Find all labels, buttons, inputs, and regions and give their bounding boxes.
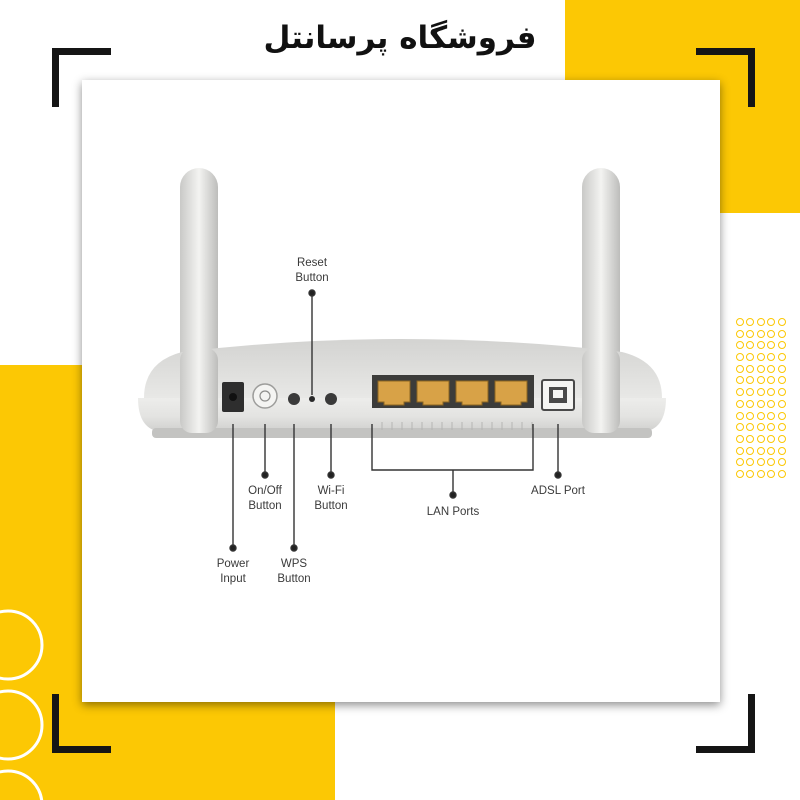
label-line: Input xyxy=(220,573,246,585)
reset-button-label: Reset Button xyxy=(282,256,342,286)
on-off-button xyxy=(252,383,278,409)
power-input-label: Power Input xyxy=(203,557,263,587)
label-line: ADSL Port xyxy=(531,485,585,497)
right-antenna-base xyxy=(582,348,620,433)
callout-lines xyxy=(229,289,562,552)
product-photo: Reset Button On/Off Button Wi-Fi Button … xyxy=(82,80,720,702)
label-line: WPS xyxy=(280,558,308,570)
label-line: Reset xyxy=(296,257,328,269)
router-rear-panel-illustration xyxy=(138,168,666,552)
label-line: Button xyxy=(295,272,329,284)
label-line: Button xyxy=(277,573,311,585)
lan-port-3 xyxy=(455,380,489,406)
router-base xyxy=(152,428,652,438)
corner-bracket-icon xyxy=(696,48,755,107)
corner-bracket-icon xyxy=(52,694,111,753)
lan-port-2 xyxy=(416,380,450,406)
lan-port-group xyxy=(377,380,528,406)
reset-button xyxy=(309,396,315,402)
lan-port-4 xyxy=(494,380,528,406)
wps-button xyxy=(288,393,300,405)
left-antenna-base xyxy=(180,348,218,433)
label-line: Button xyxy=(248,500,282,512)
corner-bracket-icon xyxy=(696,694,755,753)
wifi-button xyxy=(325,393,337,405)
adsl-port-label: ADSL Port xyxy=(518,484,598,499)
label-line: Power xyxy=(216,558,250,570)
wifi-button-label: Wi-Fi Button xyxy=(301,484,361,514)
label-line: Wi-Fi xyxy=(317,485,345,497)
store-title: فروشگاه پرسانتل xyxy=(263,20,537,56)
corner-bracket-icon xyxy=(52,48,111,107)
label-line: Button xyxy=(314,500,348,512)
wps-button-label: WPS Button xyxy=(264,557,324,587)
ring-pattern-icon xyxy=(0,600,60,800)
label-line: LAN Ports xyxy=(426,506,480,518)
label-line: On/Off xyxy=(248,485,282,497)
dot-grid-icon xyxy=(736,318,788,482)
lan-ports-label: LAN Ports xyxy=(408,505,498,520)
on-off-button-label: On/Off Button xyxy=(235,484,295,514)
lan-port-1 xyxy=(377,380,411,406)
